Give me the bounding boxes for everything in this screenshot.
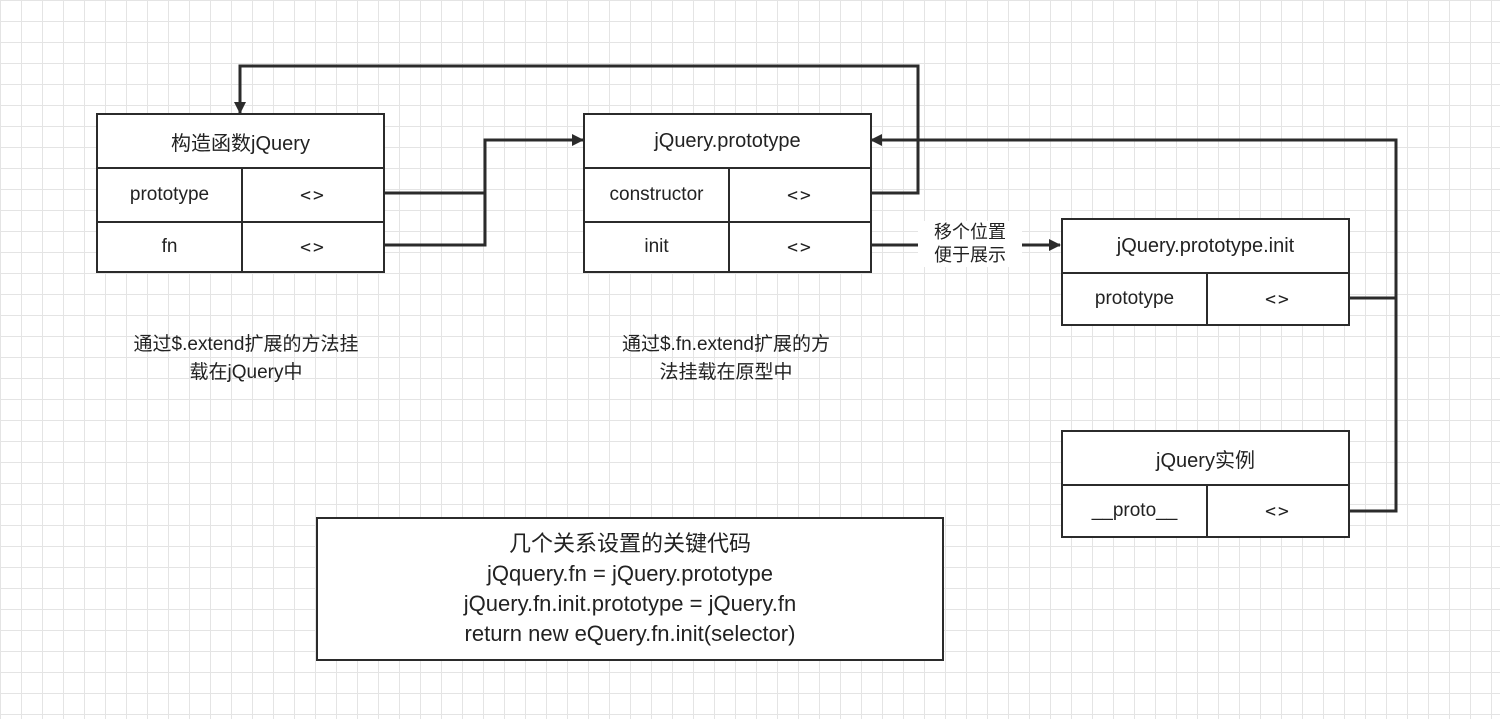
note-prototype-methods: 通过$.fn.extend扩展的方 法挂载在原型中: [594, 331, 858, 387]
row-value: <>: [1265, 288, 1291, 310]
edge-label: 移个位置 便于展示: [918, 221, 1022, 267]
key-code-box: 几个关系设置的关键代码 jQquery.fn = jQuery.prototyp…: [316, 517, 944, 661]
edge-constructor-to-constructor-fn: [234, 64, 920, 195]
note-prototype-line1: 通过$.fn.extend扩展的方: [621, 334, 831, 355]
note-static-line1: 通过$.extend扩展的方法挂: [133, 334, 359, 355]
table-row: prototype <>: [1063, 274, 1348, 324]
edge-label-line2: 便于展示: [934, 245, 1006, 265]
note-static-line2: 载在jQuery中: [189, 362, 303, 383]
row-key: init: [585, 223, 730, 271]
jquery-prototype-title: jQuery.prototype: [585, 115, 870, 169]
key-code-line1: jQquery.fn = jQuery.prototype: [487, 561, 773, 586]
row-value: <>: [300, 236, 326, 258]
row-value: <>: [1265, 500, 1291, 522]
jquery-prototype-box: jQuery.prototype constructor <> init <>: [583, 113, 872, 273]
edge-fn-to-jquery-prototype: [384, 193, 487, 247]
key-code-title: 几个关系设置的关键代码: [508, 531, 751, 556]
row-key: fn: [98, 223, 243, 271]
edge-proto-to-jquery-prototype: [1348, 298, 1398, 513]
key-code-line2: jQuery.fn.init.prototype = jQuery.fn: [463, 591, 797, 616]
constructor-function-box: 构造函数jQuery prototype <> fn <>: [96, 113, 385, 273]
row-value: <>: [787, 236, 813, 258]
row-key: prototype: [98, 169, 243, 221]
note-prototype-line2: 法挂载在原型中: [659, 362, 793, 383]
row-key: constructor: [585, 169, 730, 221]
row-key: __proto__: [1063, 486, 1208, 536]
edge-prototype-to-jquery-prototype: [384, 134, 584, 195]
row-key: prototype: [1063, 274, 1208, 324]
jquery-instance-title: jQuery实例: [1063, 432, 1348, 486]
table-row: init <>: [585, 221, 870, 271]
edge-init-prototype-to-jquery-prototype: [870, 134, 1398, 300]
jquery-instance-box: jQuery实例 __proto__ <>: [1061, 430, 1350, 538]
row-value: <>: [787, 184, 813, 206]
table-row: fn <>: [98, 221, 383, 271]
prototype-init-title: jQuery.prototype.init: [1063, 220, 1348, 274]
table-row: __proto__ <>: [1063, 486, 1348, 536]
row-value: <>: [300, 184, 326, 206]
edge-label-line1: 移个位置: [934, 222, 1006, 242]
prototype-init-box: jQuery.prototype.init prototype <>: [1061, 218, 1350, 326]
note-static-methods: 通过$.extend扩展的方法挂 载在jQuery中: [96, 331, 396, 387]
key-code-line3: return new eQuery.fn.init(selector): [464, 621, 796, 646]
table-row: prototype <>: [98, 169, 383, 221]
constructor-function-title: 构造函数jQuery: [98, 115, 383, 169]
table-row: constructor <>: [585, 169, 870, 221]
